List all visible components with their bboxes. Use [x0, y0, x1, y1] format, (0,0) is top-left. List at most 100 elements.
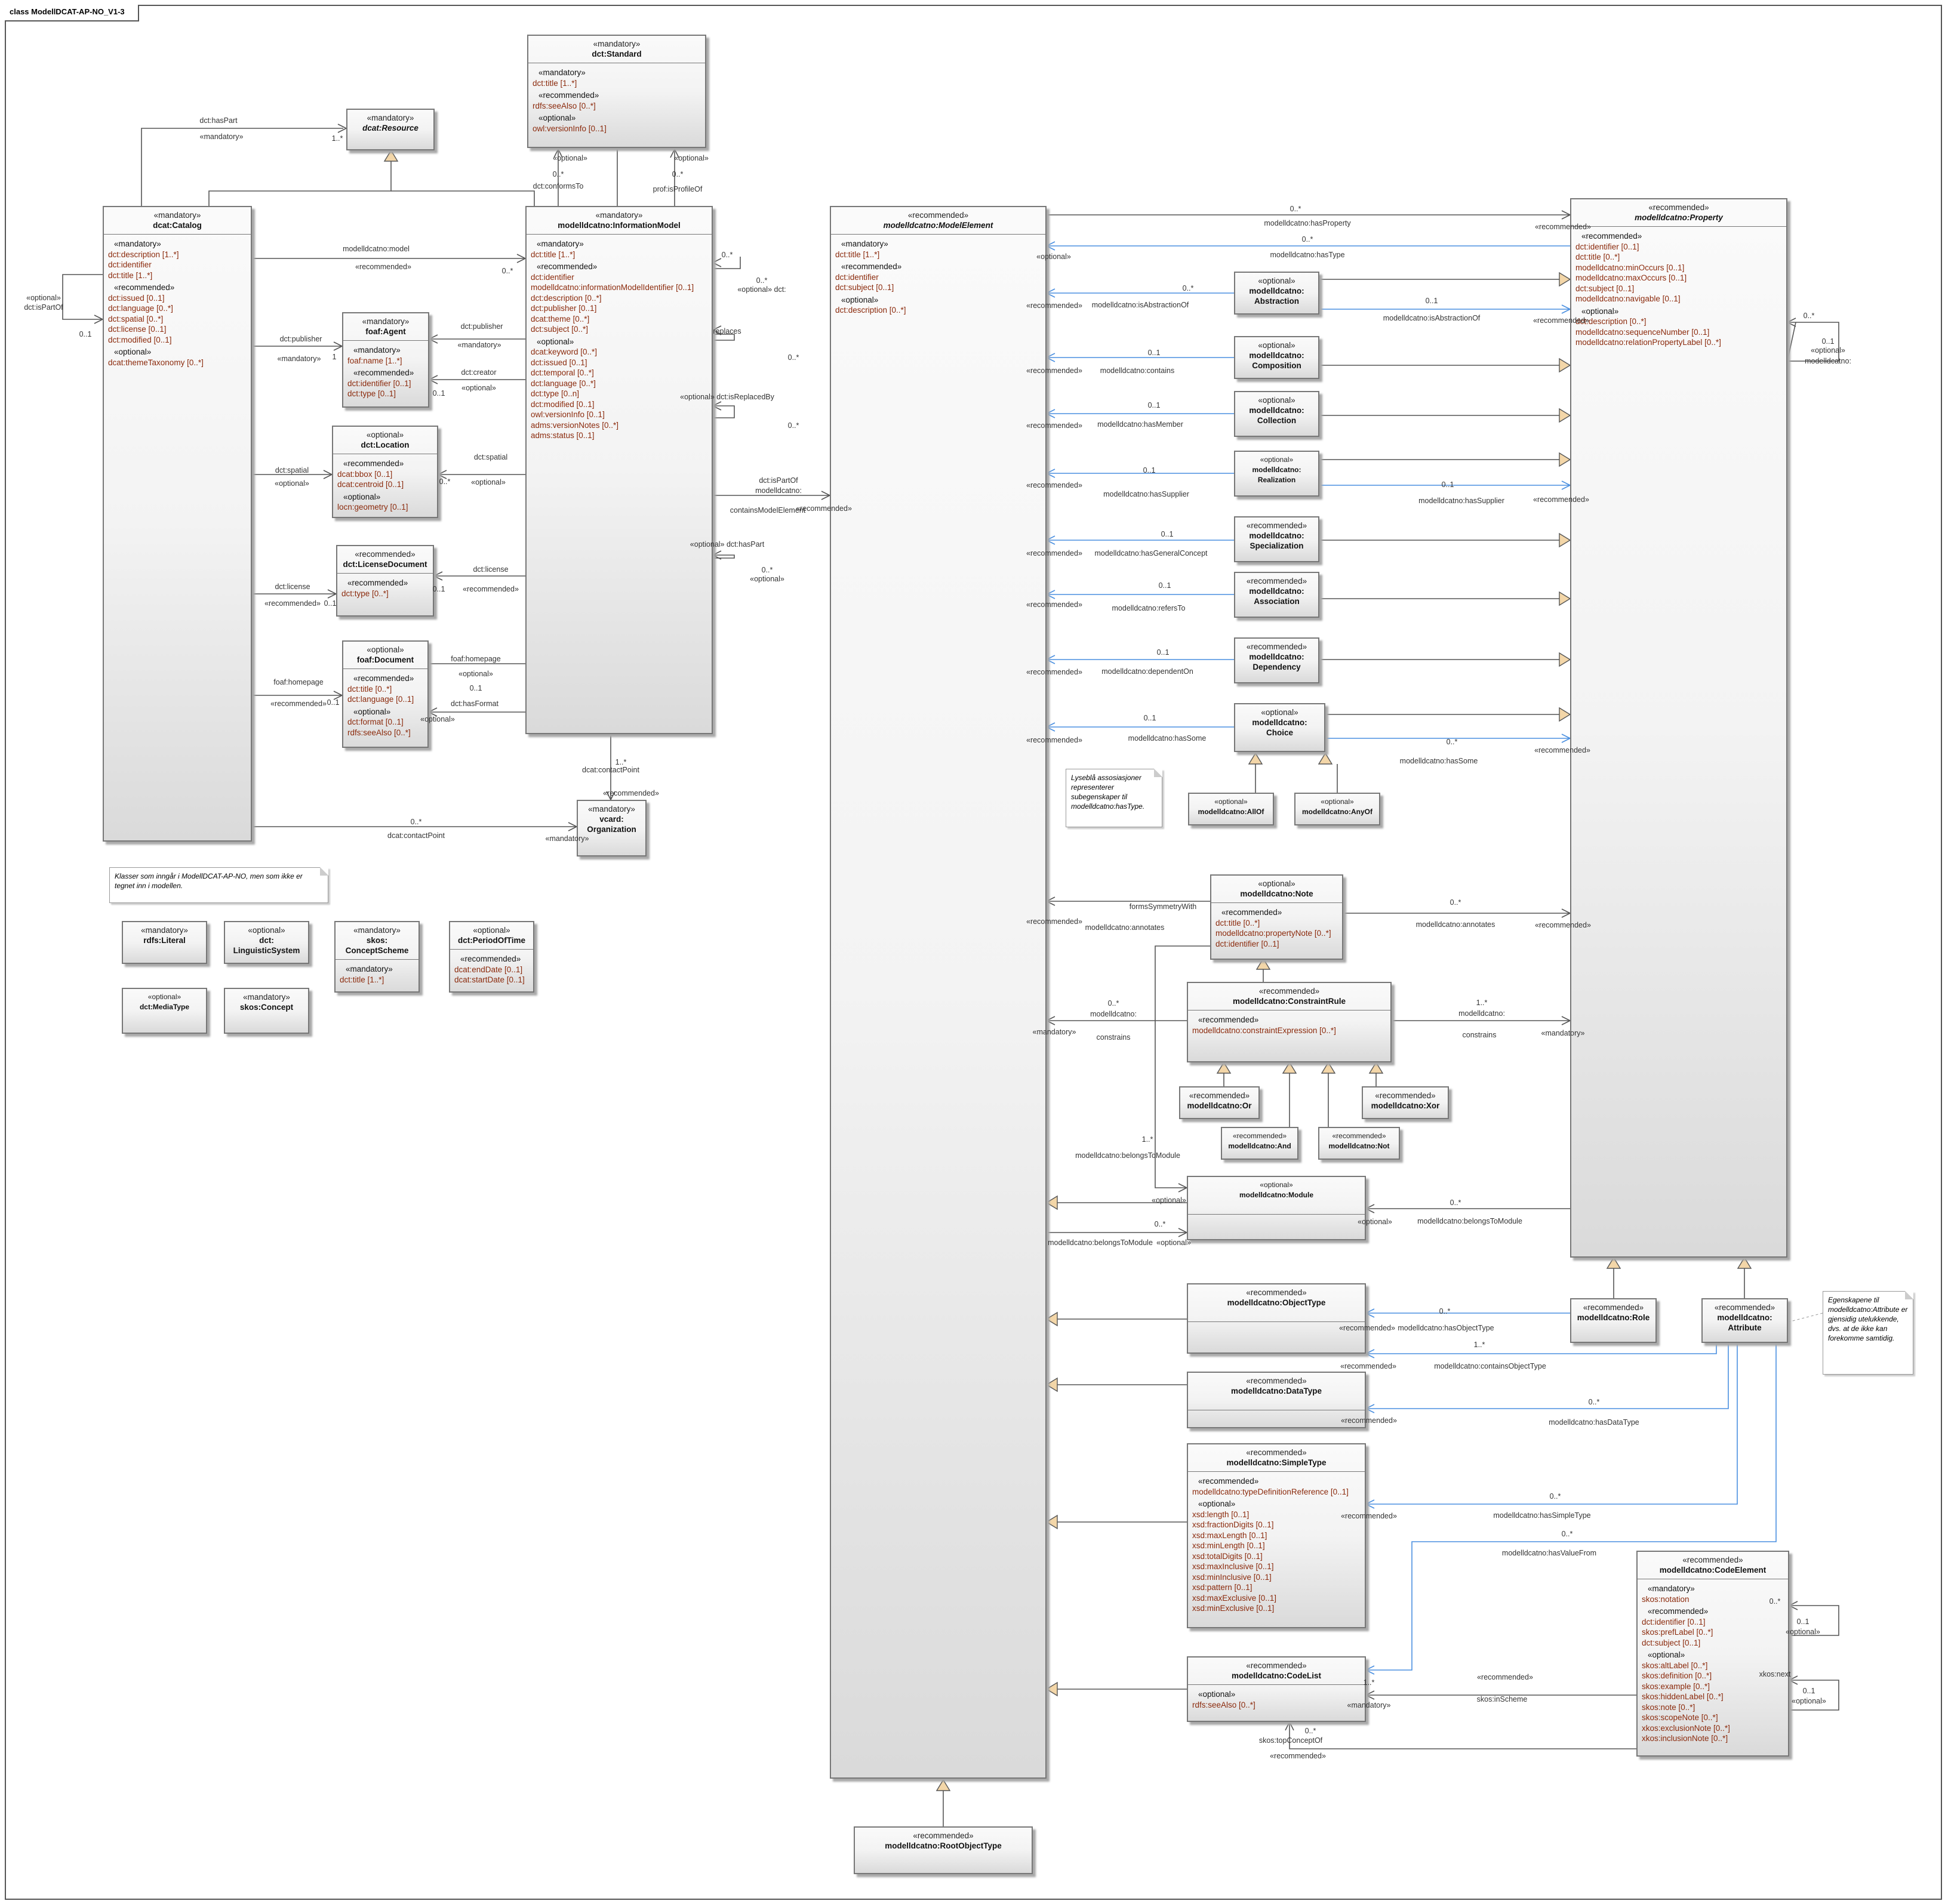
class-resource[interactable]: «mandatory»dcat:Resource	[346, 109, 435, 150]
class-organization[interactable]: «mandatory»vcard:Organization	[577, 800, 647, 857]
class-role[interactable]: «recommended»modelldcatno:Role	[1570, 1298, 1657, 1343]
generalization-triangle-icon	[1248, 752, 1263, 765]
class-collection[interactable]: «optional»modelldcatno:Collection	[1234, 391, 1319, 437]
attribute: dct:title [0..*]	[1575, 252, 1620, 261]
attribute: skos:notation	[1642, 1594, 1690, 1604]
connector-label: 0..1	[1158, 581, 1171, 590]
class-lingsys[interactable]: «optional»dct:LinguisticSystem	[224, 921, 309, 964]
connector-label: «optional»	[674, 154, 709, 162]
class-allof[interactable]: «optional»modelldcatno:AllOf	[1188, 793, 1274, 825]
class-objecttype[interactable]: «recommended»modelldcatno:ObjectType	[1187, 1283, 1366, 1354]
attribute-compartment: «recommended»dct:title [0..*]dct:languag…	[343, 668, 427, 740]
connector-label: 0..1	[1441, 480, 1454, 489]
class-and[interactable]: «recommended»modelldcatno:And	[1221, 1127, 1298, 1160]
connector-label: 0..*	[756, 276, 768, 285]
arrowhead-icon	[1365, 1499, 1375, 1509]
class-name: modelldcatno:InformationModel	[558, 221, 681, 230]
attribute-group-stereotype: «mandatory»	[1648, 1584, 1695, 1593]
attribute-group-stereotype: «recommended»	[538, 91, 599, 100]
class-composition[interactable]: «optional»modelldcatno:Composition	[1234, 336, 1319, 379]
class-association[interactable]: «recommended»modelldcatno:Association	[1234, 572, 1319, 618]
class-conceptscheme[interactable]: «mandatory»skos:ConceptScheme«mandatory»…	[334, 921, 420, 993]
generalization-triangle-icon	[1606, 1256, 1621, 1269]
class-header: «optional»modelldcatno:AnyOf	[1295, 794, 1379, 821]
class-catalog[interactable]: «mandatory»dcat:Catalog«mandatory»dct:de…	[103, 206, 252, 842]
class-license[interactable]: «recommended»dct:LicenseDocument«recomme…	[336, 545, 434, 617]
class-xor[interactable]: «recommended»modelldcatno:Xor	[1362, 1086, 1449, 1119]
class-anyof[interactable]: «optional»modelldcatno:AnyOf	[1294, 793, 1380, 825]
class-abstraction[interactable]: «optional»modelldcatno:Abstraction	[1234, 272, 1319, 315]
class-choice[interactable]: «optional»modelldcatno:Choice	[1234, 703, 1325, 752]
attribute-compartment: «recommended»dcat:bbox [0..1]dcat:centro…	[333, 454, 437, 515]
attribute: modelldcatno:minOccurs [0..1]	[1575, 263, 1685, 272]
class-name: foaf:Document	[356, 655, 414, 664]
class-periodoftime[interactable]: «optional»dct:PeriodOfTime«recommended»d…	[449, 921, 534, 993]
attribute-group-stereotype: «recommended»	[1648, 1607, 1709, 1616]
class-name: modelldcatno:And	[1228, 1142, 1291, 1150]
attribute: modelldcatno:constraintExpression [0..*]	[1192, 1025, 1336, 1035]
connector-label: 0..*	[1154, 1220, 1166, 1228]
connector-label: «mandatory»	[199, 133, 244, 141]
attribute-group-stereotype: «optional»	[538, 113, 576, 122]
note-note_attr: Egenskapene til modelldcatno:Attribute e…	[1823, 1291, 1913, 1375]
class-property[interactable]: «recommended»modelldcatno:Property«recom…	[1570, 198, 1787, 1258]
arrowhead-icon	[1285, 1721, 1294, 1731]
connector-label: 0..1	[1821, 337, 1835, 346]
class-concept[interactable]: «mandatory»skos:Concept	[224, 988, 309, 1034]
class-simpletype[interactable]: «recommended»modelldcatno:SimpleType«rec…	[1187, 1443, 1366, 1628]
class-infomodel[interactable]: «mandatory»modelldcatno:InformationModel…	[525, 206, 713, 734]
connector-label: 1..*	[1363, 1678, 1375, 1687]
class-realization[interactable]: «optional»modelldcatno:Realization	[1234, 451, 1319, 497]
class-constraintrule[interactable]: «recommended»modelldcatno:ConstraintRule…	[1187, 982, 1392, 1062]
attribute: dct:identifier [0..1]	[1575, 242, 1639, 251]
attribute-compartment: «recommended»dct:type [0..*]	[337, 573, 433, 601]
attribute: locn:geometry [0..1]	[337, 503, 408, 512]
connector-label: 0..*	[1450, 898, 1461, 907]
association-line	[713, 334, 735, 341]
class-header: «mandatory»vcard:Organization	[578, 801, 645, 838]
connector-label: 0..*	[1803, 312, 1815, 320]
class-not[interactable]: «recommended»modelldcatno:Not	[1318, 1127, 1400, 1160]
connector-label: «mandatory»	[277, 355, 321, 363]
stereotype: «optional»	[1258, 341, 1295, 350]
connector-label: «optional»	[458, 670, 493, 678]
class-codeelement[interactable]: «recommended»modelldcatno:CodeElement «ma…	[1636, 1551, 1789, 1757]
class-name: modelldcatno:	[1249, 652, 1304, 661]
attribute: rdfs:seeAlso [0..*]	[347, 728, 411, 737]
class-specialization[interactable]: «recommended»modelldcatno:Specialization	[1234, 516, 1319, 562]
connector-label: «optional»	[461, 384, 496, 392]
connector-label: 0..*	[1549, 1492, 1561, 1501]
class-literal[interactable]: «mandatory»rdfs:Literal	[122, 921, 207, 964]
class-attribute[interactable]: «recommended»modelldcatno:Attribute	[1701, 1298, 1788, 1343]
class-header: «mandatory»skos:Concept	[225, 989, 308, 1016]
attribute: dct:type [0..1]	[347, 389, 396, 398]
attribute: dct:subject [0..*]	[531, 325, 589, 334]
class-document[interactable]: «optional»foaf:Document«recommended»dct:…	[342, 640, 429, 748]
class-or[interactable]: «recommended»modelldcatno:Or	[1179, 1086, 1260, 1119]
stereotype: «recommended»	[1648, 203, 1709, 212]
class-codelist[interactable]: «recommended»modelldcatno:CodeList«optio…	[1187, 1656, 1366, 1722]
connector-label: modelldcatno:isAbstractionOf	[1383, 314, 1481, 322]
class-datatype[interactable]: «recommended»modelldcatno:DataType	[1187, 1372, 1366, 1428]
stereotype: «mandatory»	[153, 211, 201, 220]
class-header: «recommended»modelldcatno:CodeElement	[1638, 1552, 1788, 1579]
class-location[interactable]: «optional»dct:Location«recommended»dcat:…	[332, 426, 438, 518]
class-standard[interactable]: «mandatory»dct:Standard«mandatory»dct:ti…	[527, 35, 706, 148]
class-header: «optional»dct:MediaType	[123, 989, 206, 1016]
association-line	[1789, 1680, 1839, 1711]
class-agent[interactable]: «mandatory»foaf:Agent«mandatory»foaf:nam…	[342, 312, 429, 408]
class-module[interactable]: «optional»modelldcatno:Module	[1187, 1176, 1366, 1240]
class-note[interactable]: «optional»modelldcatno:Note«recommended»…	[1210, 874, 1343, 960]
connector-label: modelldcatno:hasSome	[1128, 734, 1207, 743]
connector-label: dct:license	[275, 583, 310, 591]
class-mediatype[interactable]: «optional»dct:MediaType	[122, 988, 207, 1034]
class-modelelement[interactable]: «recommended»modelldcatno:ModelElement«m…	[830, 206, 1047, 1779]
class-rootobjecttype[interactable]: «recommended»modelldcatno:RootObjectType	[854, 1826, 1033, 1874]
connector-label: 0..*	[1446, 738, 1458, 746]
connector-label: modelldcatno:hasObjectType	[1398, 1324, 1494, 1332]
connector-label: 0..1	[432, 585, 445, 593]
class-dependency[interactable]: «recommended»modelldcatno:Dependency	[1234, 637, 1319, 683]
class-header: «optional»dct:Location	[333, 427, 437, 454]
class-name: Dependency	[1252, 663, 1301, 671]
